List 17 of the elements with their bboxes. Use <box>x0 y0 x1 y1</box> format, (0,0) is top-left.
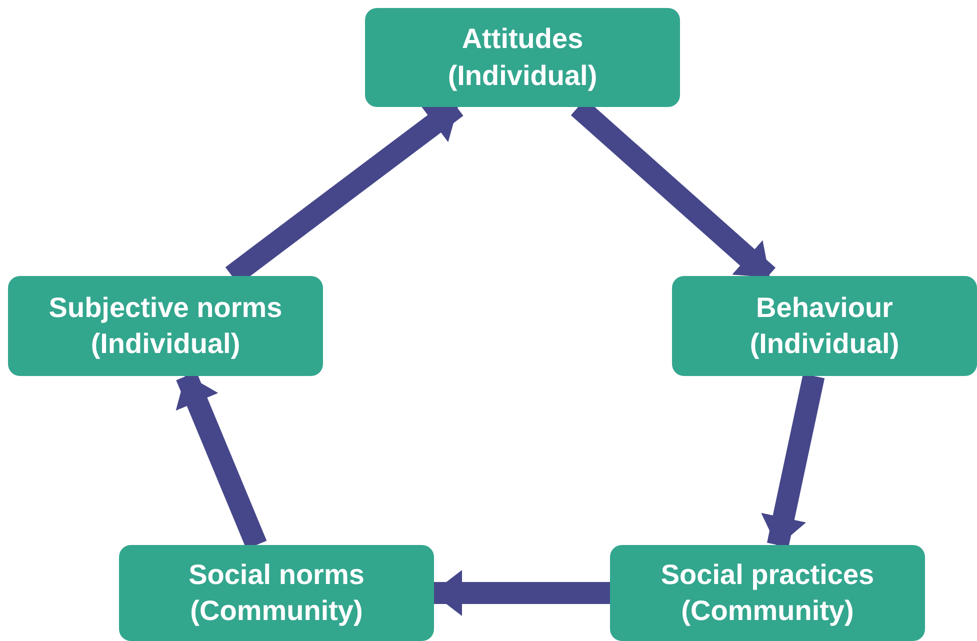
box-title: Attitudes <box>462 22 584 56</box>
box-subtitle: (Community) <box>190 594 363 628</box>
box-subtitle: (Individual) <box>750 327 900 361</box>
process-box <box>610 545 925 641</box>
box-subtitle: (Community) <box>681 594 854 628</box>
process-box <box>672 276 977 376</box>
box-title: Subjective norms <box>48 290 282 325</box>
block-arrow <box>432 570 610 616</box>
process-box <box>8 276 323 376</box>
box-title: Social norms <box>188 558 364 592</box>
process-box <box>365 8 680 107</box>
process-box <box>119 545 434 641</box>
block-arrow <box>761 374 825 548</box>
box-subtitle: (Individual) <box>448 58 598 93</box>
box-subtitle: (Individual) <box>90 327 240 361</box>
box-title: Behaviour <box>756 290 893 325</box>
box-title: Social practices <box>660 558 874 592</box>
